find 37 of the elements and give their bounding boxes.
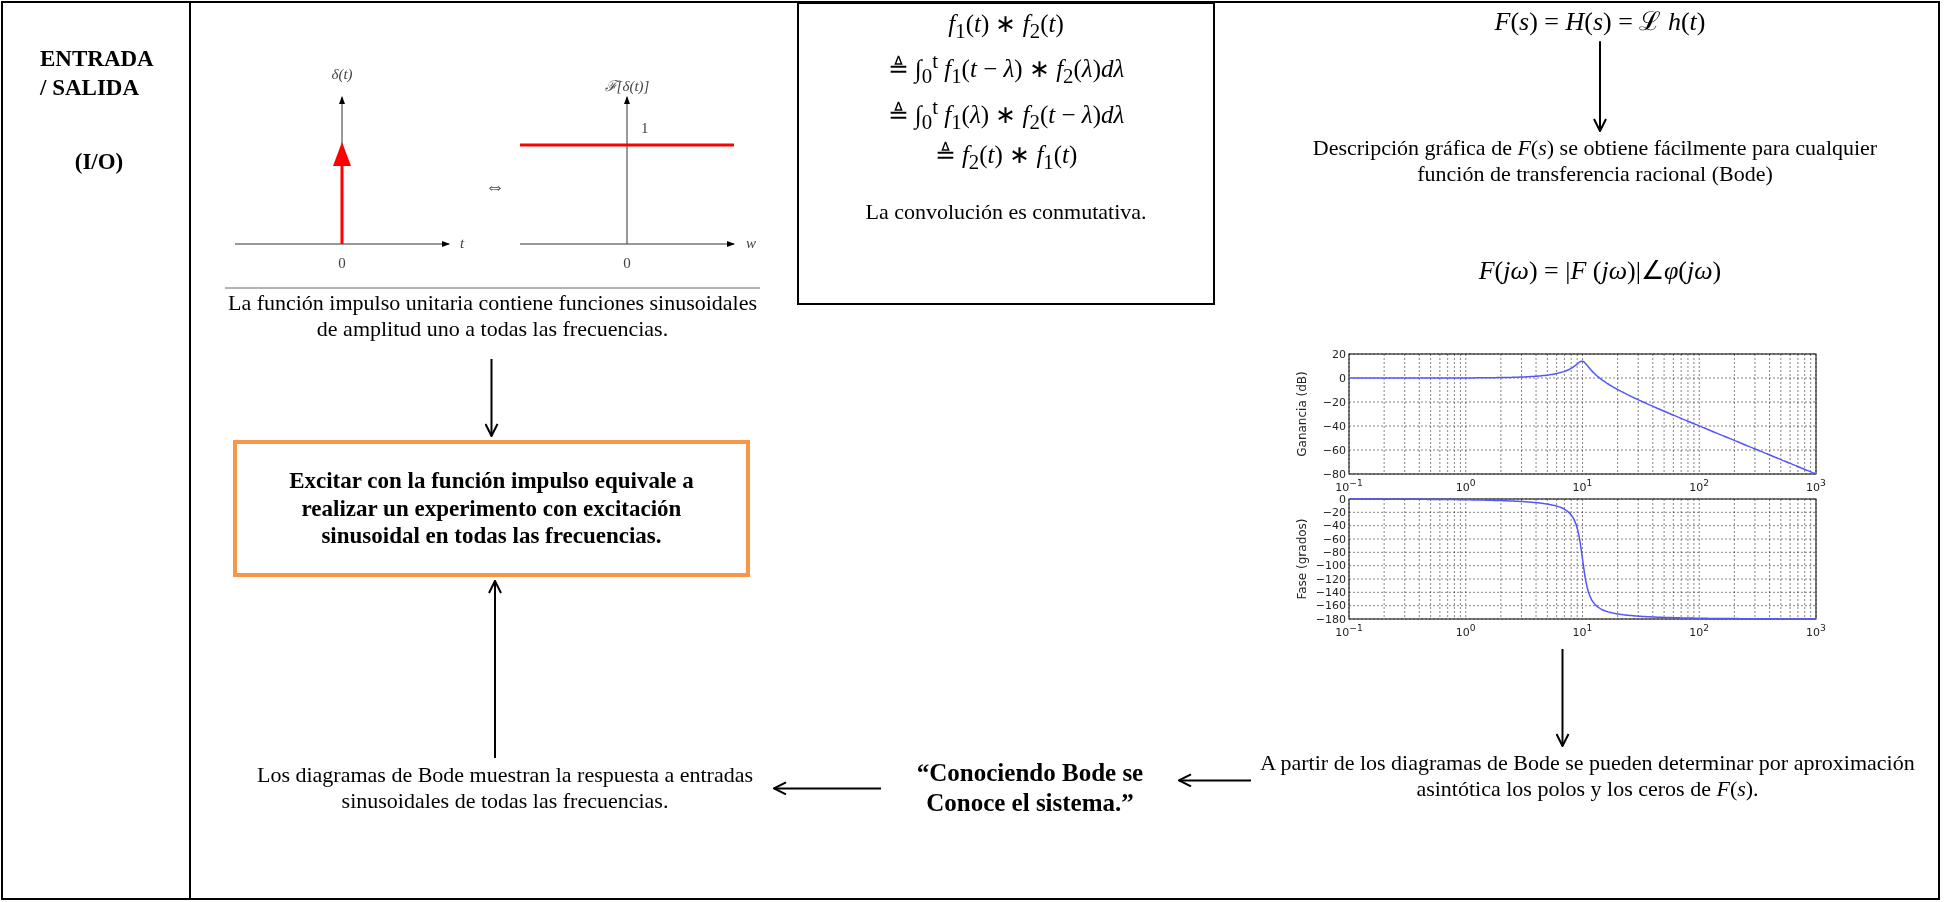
tick-label: 10$^{1}$ (1572, 477, 1593, 493)
arrow (484, 358, 499, 437)
formula-box: f$_{1}$(t) ∗ f$_{2}$(t) ≜ ∫$_{0}$$^{t}$ f$_{1}$(t − λ) ∗ f$_{2}$(λ)dλ ≜ ∫$_{0}$$^{t}$ f$_{1}$(λ) ∗ f$_{2}$(t − λ)dλ ≜ f$_{2}$(t) ∗ f$_{1}$(t) La convolución es conmutativa. (797, 2, 1215, 305)
tick-label: −100 (1315, 560, 1346, 572)
description-text: Descripción gráfica de F(s) se obtiene fácilmente para cualquier función de transferencia racional (Bode) (1310, 135, 1880, 188)
axis-label: w (746, 235, 756, 251)
arrow (1178, 773, 1252, 788)
tick-label: 10$^{−1}$ (1335, 622, 1363, 638)
axis-label: 0 (623, 255, 631, 271)
tick-label: 10$^{3}$ (1806, 622, 1826, 638)
axis-title: Fase (grados) (1296, 518, 1308, 600)
quote-text: “Conociendo Bode se Conoce el sistema.” (885, 758, 1175, 818)
arrow (1555, 648, 1570, 747)
arrow (488, 580, 502, 759)
highlight-box: Excitar con la función impulso equivale a realizar un experimento con excitación sinusoidal en todas las frecuencias. (233, 440, 750, 577)
tick-label: 20 (1332, 348, 1346, 360)
formula-text: F(s) = H(s) = ℒ h(t) (1430, 6, 1770, 38)
arrow (1593, 40, 1607, 132)
axis-label: δ(t) (331, 66, 353, 82)
axis-label: 0 (338, 255, 346, 271)
tick-label: 10$^{−1}$ (1335, 477, 1363, 493)
formula-text: F(jω) = |F (jω)|∠φ(jω) (1477, 255, 1723, 286)
tick-label: −180 (1315, 613, 1346, 625)
equivalence-symbol: ⇔ (485, 178, 505, 194)
arrow (773, 781, 882, 796)
tick-label: −40 (1322, 520, 1346, 532)
row-header: (I/O) (73, 148, 125, 176)
tick-label: 10$^{2}$ (1689, 477, 1710, 493)
description-text: A partir de los diagramas de Bode se pueden determinar por aproximación asintótica los polos y los ceros de F(s). (1255, 750, 1920, 803)
description-text: Los diagramas de Bode muestran la respuesta a entradas sinusoidales de todas las frecuencias. (240, 762, 770, 815)
axis-label: t (460, 235, 465, 251)
tick-label: 10$^{3}$ (1806, 477, 1826, 493)
tick-label: −160 (1315, 600, 1346, 612)
axis-title: Ganancia (dB) (1296, 371, 1308, 457)
axis-label: 1 (641, 120, 649, 136)
tick-label: 10$^{0}$ (1455, 477, 1476, 493)
caption-text: La función impulso unitaria contiene funciones sinusoidales de amplitud uno a todas las frecuencias. (226, 290, 759, 343)
